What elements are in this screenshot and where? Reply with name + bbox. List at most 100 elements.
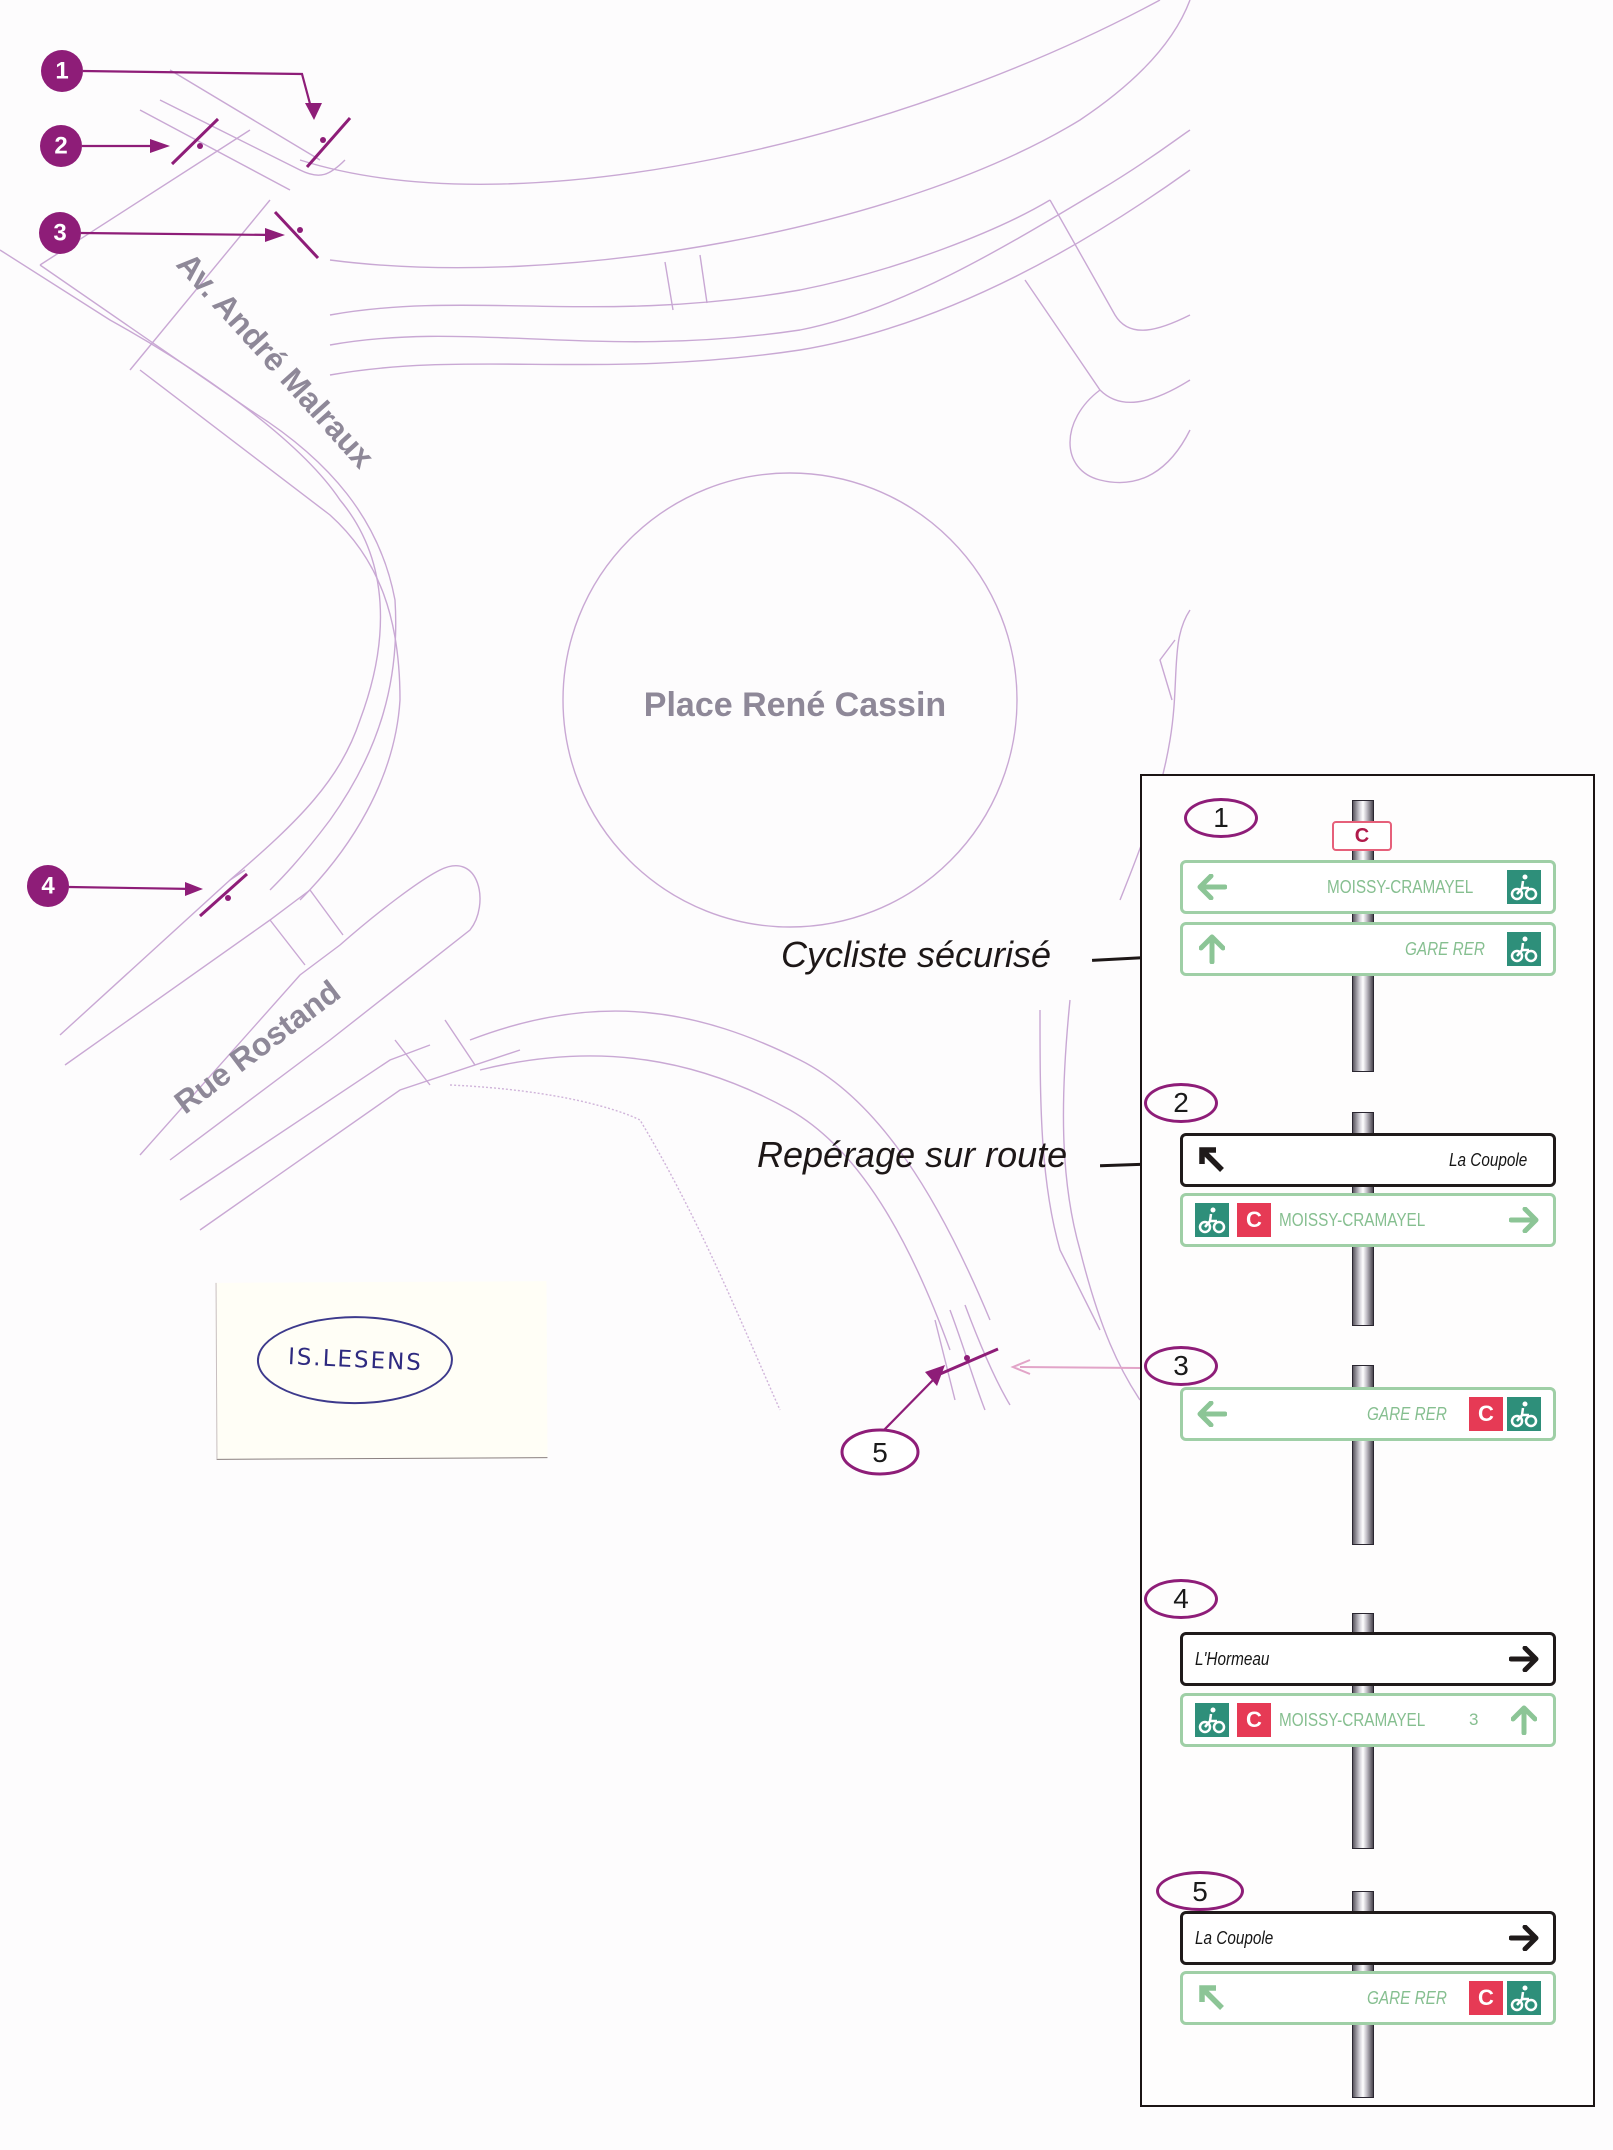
arrow-head-icon [305, 103, 322, 120]
roundabout-island [562, 472, 1018, 928]
road-outline [129, 199, 271, 371]
bike-icon [1507, 1397, 1541, 1431]
sign-1b[interactable]: GARE RER [1180, 922, 1556, 976]
road-outline [139, 109, 291, 191]
c-route-badge: C [1237, 1703, 1271, 1737]
road-outline [299, 0, 1161, 185]
assembly-number-4: 4 [1144, 1579, 1218, 1619]
sign-distance: 3 [1469, 1710, 1479, 1729]
pointer-line [883, 1377, 936, 1431]
marker-badge [41, 50, 83, 92]
sign-2a[interactable]: La Coupole [1180, 1133, 1556, 1187]
sign-4b[interactable]: C MOISSY-CRAMAYEL 3 [1180, 1693, 1556, 1747]
sign-dot [197, 143, 203, 149]
road-outline [139, 865, 481, 1161]
arrow-head-icon [265, 228, 285, 242]
pointer-line [68, 885, 196, 891]
road-outline [139, 369, 401, 901]
sign-location-2 [170, 117, 220, 166]
pointer-line [82, 69, 315, 116]
arrow-head-icon [925, 1365, 945, 1386]
map-marker-3[interactable]: 3 [39, 210, 320, 260]
assembly-number-1: 1 [1184, 798, 1258, 838]
link-arrow [1019, 1366, 1141, 1369]
assembly-number-5: 5 [1156, 1871, 1244, 1911]
marker-number: 2 [54, 133, 67, 160]
arrow-up-left-icon [1195, 1981, 1229, 2015]
road-outline [329, 199, 1051, 316]
road-outline [329, 0, 1191, 269]
marker-number: 1 [55, 58, 68, 85]
sign-destination: MOISSY-CRAMAYEL [1279, 1709, 1426, 1730]
author-note-card: IS.LESENS [215, 1281, 548, 1460]
arrow-right-icon [1507, 1203, 1541, 1237]
road-outline [1049, 199, 1191, 331]
road-outline [329, 129, 1191, 346]
c-route-badge: C [1469, 1397, 1503, 1431]
arrow-head-icon [1010, 1359, 1031, 1375]
signage-panel: 1 C MOISSY-CRAMAYEL GARE RER 2 La Coupol… [1140, 774, 1595, 2107]
sign-destination: L'Hormeau [1195, 1648, 1270, 1669]
road-outline [1062, 999, 1141, 1401]
sign-dot [964, 1355, 970, 1361]
sign-dot [225, 895, 231, 901]
sign-destination: GARE RER [1404, 938, 1485, 959]
road-outline [39, 264, 397, 891]
road-outline [0, 249, 382, 881]
marker-number: 5 [872, 1437, 888, 1468]
road-outline [329, 169, 1191, 376]
c-route-plaque: C [1332, 821, 1392, 851]
road-outline [169, 69, 321, 161]
arrow-left-icon [1195, 1397, 1229, 1431]
crosswalk [664, 254, 708, 311]
bike-icon [1507, 870, 1541, 904]
road-outline [1024, 279, 1191, 403]
sign-4a[interactable]: L'Hormeau [1180, 1632, 1556, 1686]
arrow-left-icon [1195, 870, 1229, 904]
sign-5a[interactable]: La Coupole [1180, 1911, 1556, 1965]
road-outline [179, 1044, 431, 1201]
sign-2b[interactable]: C MOISSY-CRAMAYEL [1180, 1193, 1556, 1247]
marker-number: 4 [41, 873, 55, 900]
crosswalk [394, 1019, 476, 1086]
assembly-number-3: 3 [1144, 1346, 1218, 1386]
sign-destination: MOISSY-CRAMAYEL [1279, 1209, 1426, 1230]
arrow-right-icon [1507, 1642, 1541, 1676]
sign-dot [320, 137, 326, 143]
crosswalk [269, 889, 344, 966]
sign-dot [297, 227, 303, 233]
map-marker-1[interactable]: 1 [41, 50, 352, 168]
sign-1a[interactable]: MOISSY-CRAMAYEL [1180, 860, 1556, 914]
sign-location-4 [199, 872, 248, 918]
road-outline [1119, 609, 1191, 901]
road-outline [1159, 639, 1176, 701]
c-route-badge: C [1237, 1203, 1271, 1237]
bike-icon [1195, 1203, 1229, 1237]
road-outline [934, 1304, 1011, 1411]
road-outline [199, 1049, 521, 1231]
arrow-head-icon [185, 882, 203, 896]
pointer-line [80, 231, 276, 237]
author-note-oval: IS.LESENS [256, 1315, 454, 1405]
sign-destination: La Coupole [1195, 1927, 1274, 1948]
sign-location-3 [273, 210, 320, 260]
sign-3a[interactable]: GARE RER C [1180, 1387, 1556, 1441]
arrow-head-icon [150, 139, 170, 153]
author-name: IS.LESENS [286, 1343, 423, 1377]
marker-badge [39, 212, 81, 254]
street-label-malraux: Av. André Malraux [170, 246, 382, 476]
bike-icon [1507, 932, 1541, 966]
marker-badge [27, 865, 69, 907]
roundabout-label: Place René Cassin [644, 686, 946, 724]
sign-destination: GARE RER [1366, 1987, 1447, 2008]
marker-number: 3 [53, 220, 66, 247]
bike-icon [1507, 1981, 1541, 2015]
map-marker-5[interactable]: 5 [840, 1347, 999, 1476]
sign-destination: GARE RER [1366, 1403, 1447, 1424]
marker-oval [840, 1428, 920, 1476]
sign-location-1 [305, 117, 352, 168]
map-marker-2[interactable]: 2 [40, 117, 220, 167]
map-marker-4[interactable]: 4 [27, 865, 248, 918]
sign-5b[interactable]: GARE RER C [1180, 1971, 1556, 2025]
